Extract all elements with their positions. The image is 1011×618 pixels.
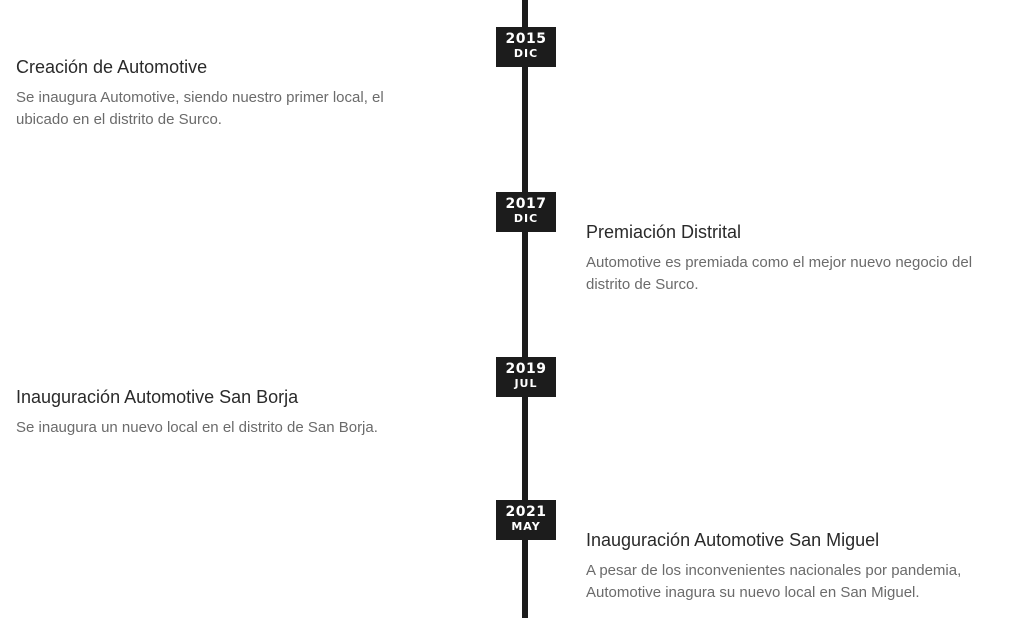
date-badge: 2019 JUL xyxy=(496,357,556,397)
event-title: Premiación Distrital xyxy=(586,222,742,242)
event-description: Se inaugura Automotive, siendo nuestro p… xyxy=(16,89,384,128)
timeline-event: Inauguración Automotive San Borja Se ina… xyxy=(16,386,436,439)
event-description: Se inaugura un nuevo local en el distrit… xyxy=(16,419,378,436)
event-description: Automotive es premiada como el mejor nue… xyxy=(586,254,973,293)
date-year: 2021 xyxy=(505,504,547,520)
event-description: A pesar de los inconvenientes nacionales… xyxy=(586,562,962,601)
timeline-event: Creación de Automotive Se inaugura Autom… xyxy=(16,56,436,131)
timeline-line xyxy=(522,0,528,618)
date-badge: 2017 DIC xyxy=(496,192,556,232)
date-badge: 2021 MAY xyxy=(496,500,556,540)
event-title: Inauguración Automotive San Borja xyxy=(16,387,299,407)
timeline-event: Inauguración Automotive San Miguel A pes… xyxy=(586,529,1006,604)
date-year: 2015 xyxy=(505,31,547,47)
date-month: JUL xyxy=(514,377,538,390)
event-title: Inauguración Automotive San Miguel xyxy=(586,530,880,550)
event-title: Creación de Automotive xyxy=(16,57,208,77)
date-month: MAY xyxy=(511,520,541,533)
date-year: 2019 xyxy=(505,361,547,377)
date-month: DIC xyxy=(513,47,539,60)
date-badge: 2015 DIC xyxy=(496,27,556,67)
date-year: 2017 xyxy=(505,196,547,212)
timeline-event: Premiación Distrital Automotive es premi… xyxy=(586,221,1006,296)
date-month: DIC xyxy=(513,212,539,225)
